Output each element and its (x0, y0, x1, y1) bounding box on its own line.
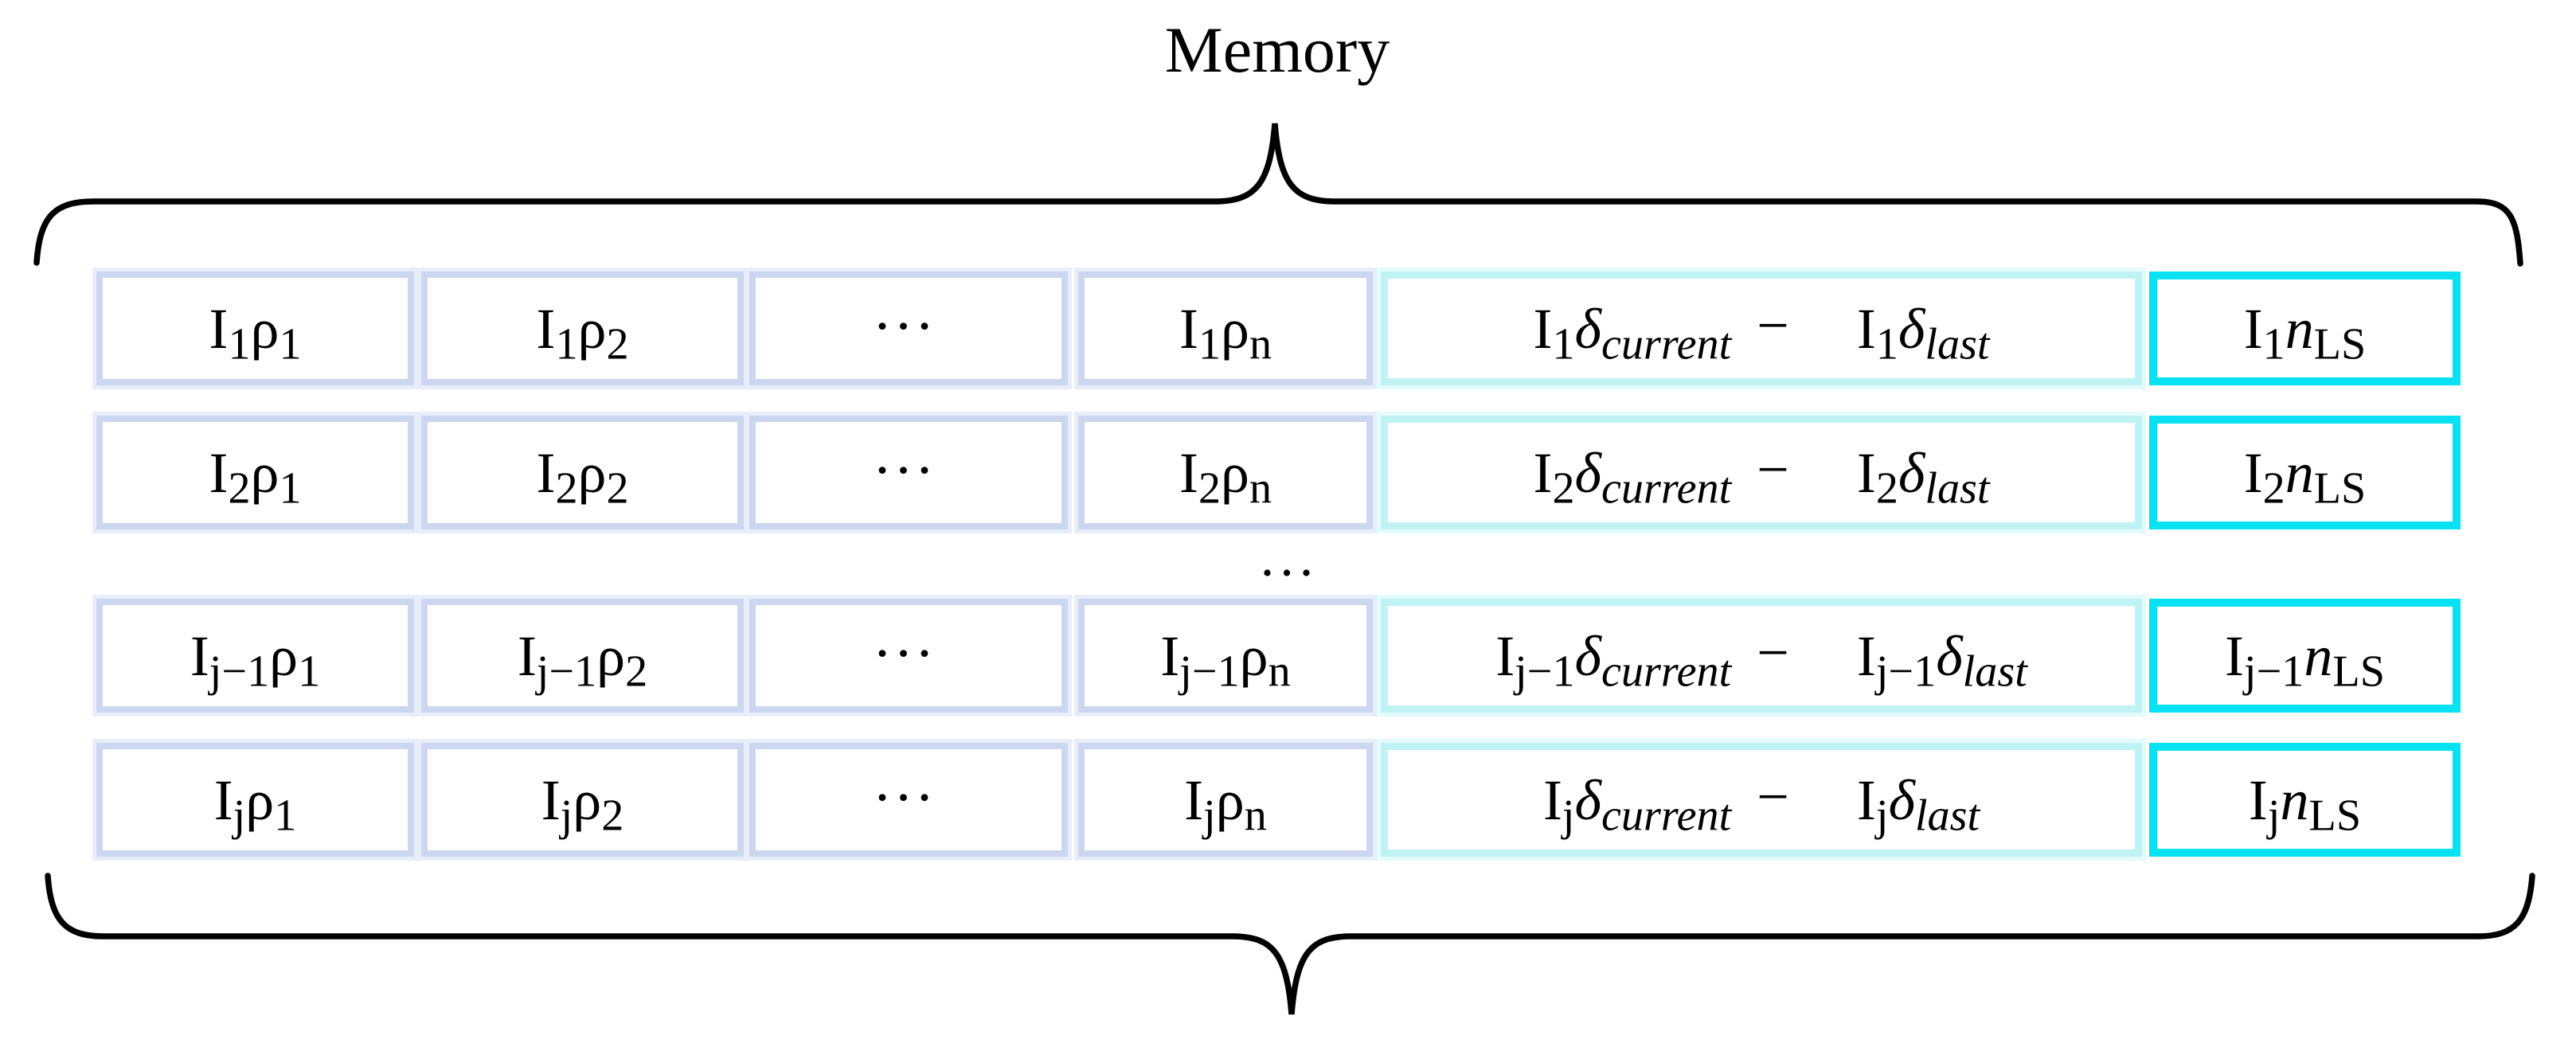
math-expression: I1nLS (2243, 296, 2367, 369)
delta-diff-cell-row2: I2δcurrent− I2δlast (1381, 416, 2142, 529)
delta-diff-cell-row1: I1δcurrent− I1δlast (1381, 271, 2142, 385)
rho2-cell-row4: Ijρ2 (421, 743, 744, 857)
ellipsis-text: ... (877, 290, 940, 338)
math-expression: I2ρ2 (536, 440, 629, 513)
math-expression: I2ρ1 (209, 440, 302, 513)
math-expression: Ij−1δcurrent (1495, 623, 1732, 696)
ellipsis-cell-row3: ... (749, 599, 1068, 713)
rho1-cell-row1: I1ρ1 (96, 271, 414, 385)
delta-diff-cell-row4: Ijδcurrent− Ijδlast (1381, 743, 2142, 857)
rhon-cell-row4: Ijρn (1078, 743, 1373, 857)
bottom-brace-path (45, 873, 2535, 1015)
math-expression: Ij−1ρ1 (190, 623, 321, 696)
math-expression: I2δlast (1856, 440, 1990, 513)
ellipsis-cell-row4: ... (749, 743, 1068, 857)
math-expression: Ijρn (1184, 768, 1267, 840)
ellipsis-cell-row1: ... (749, 271, 1068, 385)
ellipsis-text: ... (877, 617, 940, 666)
rhon-cell-row1: I1ρn (1078, 271, 1373, 385)
math-expression: I1δlast (1856, 296, 1990, 369)
math-expression: Ij−1ρn (1160, 623, 1291, 696)
rho1-cell-row3: Ij−1ρ1 (96, 599, 414, 713)
top-brace-path (33, 123, 2523, 267)
math-expression: I1δcurrent (1533, 296, 1732, 369)
minus-sign: − (1757, 764, 1789, 829)
math-expression: Ij−1ρ2 (517, 623, 648, 696)
math-expression: I1ρ2 (536, 296, 629, 369)
math-expression: I2δcurrent (1533, 440, 1732, 513)
n-ls-cell-row1: I1nLS (2149, 271, 2461, 385)
minus-sign: − (1757, 437, 1789, 502)
rho1-cell-row2: I2ρ1 (96, 416, 414, 529)
rho1-cell-row4: Ijρ1 (96, 743, 414, 857)
memory-title: Memory (1164, 14, 1390, 86)
math-expression: IjnLS (2248, 768, 2362, 840)
math-expression: Ij−1nLS (2225, 623, 2385, 696)
delta-diff-cell-row3: Ij−1δcurrent− Ij−1δlast (1381, 599, 2142, 713)
minus-sign: − (1757, 620, 1789, 685)
n-ls-cell-row2: I2nLS (2149, 416, 2461, 529)
math-expression: Ijδcurrent (1542, 768, 1732, 840)
ellipsis-text: ... (877, 761, 940, 810)
math-expression: Ijδlast (1856, 768, 1980, 840)
ellipsis-cell-row2: ... (749, 416, 1068, 529)
math-expression: I1ρn (1179, 296, 1272, 369)
math-expression: Ijρ1 (213, 768, 297, 840)
ellipsis-text: ... (877, 434, 940, 482)
rhon-cell-row2: I2ρn (1078, 416, 1373, 529)
n-ls-cell-row3: Ij−1nLS (2149, 599, 2461, 713)
math-expression: I1ρ1 (209, 296, 302, 369)
rho2-cell-row1: I1ρ2 (421, 271, 744, 385)
math-expression: Ij−1δlast (1856, 623, 2027, 696)
rows-ellipsis: ... (1262, 540, 1321, 584)
rho2-cell-row2: I2ρ2 (421, 416, 744, 529)
rhon-cell-row3: Ij−1ρn (1078, 599, 1373, 713)
math-expression: I2nLS (2243, 440, 2367, 513)
math-expression: I2ρn (1179, 440, 1272, 513)
math-expression: Ijρ2 (541, 768, 624, 840)
minus-sign: − (1757, 293, 1789, 357)
n-ls-cell-row4: IjnLS (2149, 743, 2461, 857)
rho2-cell-row3: Ij−1ρ2 (421, 599, 744, 713)
